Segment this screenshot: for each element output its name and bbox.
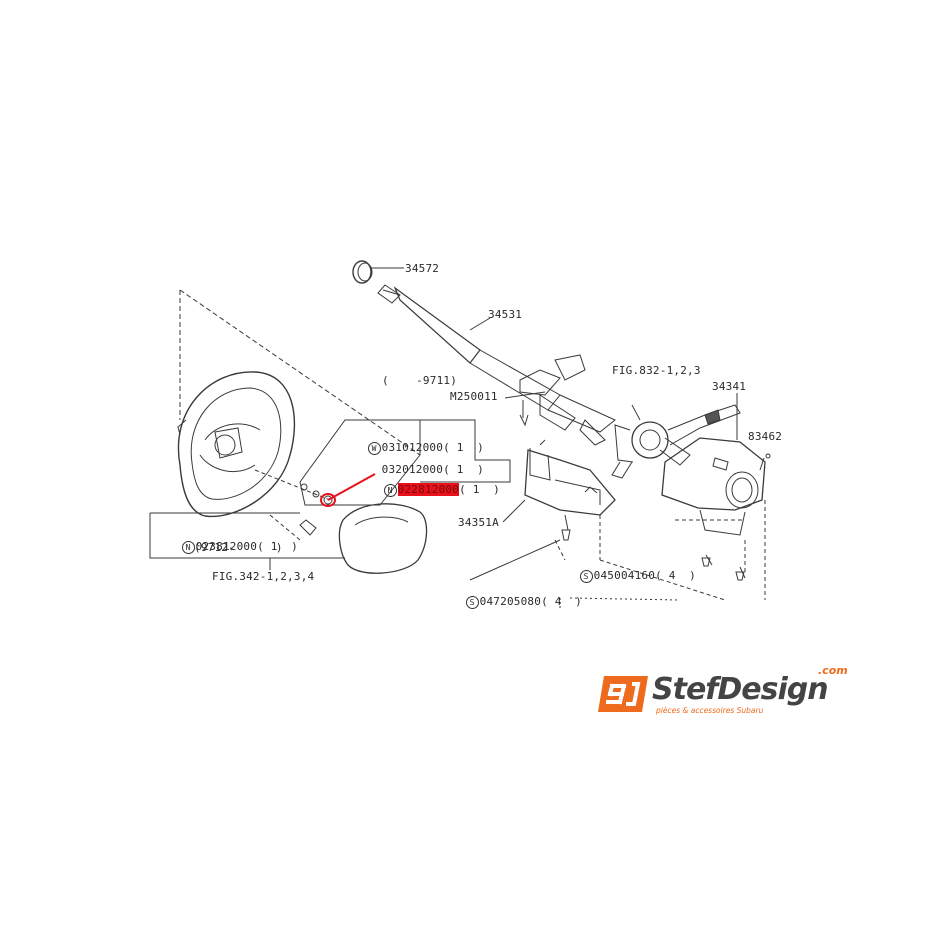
n-marker-icon: N: [383, 484, 397, 497]
screw-2-qty: ( 4 ): [541, 595, 582, 608]
highlighted-nut-code[interactable]: 022812000: [397, 483, 460, 496]
column-cover: [661, 437, 766, 536]
fig-832-reference: FIG.832-1,2,3: [612, 364, 701, 377]
part-34531-label: 34531: [488, 308, 523, 321]
nut-2-range: (9712- ): [194, 541, 283, 554]
column-bracket: [524, 439, 616, 516]
logo-tagline: pièces & accessoires Subaru: [656, 706, 764, 715]
combination-switch: [611, 404, 741, 479]
horn-pad: [338, 503, 428, 574]
w-marker-icon: W: [367, 442, 381, 455]
fig-342-reference: FIG.342-1,2,3,4: [212, 570, 315, 583]
s1-marker-icon: S: [579, 570, 593, 583]
plain-part-qty: ( 1 ): [443, 463, 484, 476]
part-83462-label: 83462: [748, 430, 783, 443]
steering-column: [352, 260, 616, 446]
washer-qty: ( 1 ): [443, 441, 484, 454]
date-range-top: ( -9711): [382, 374, 458, 387]
plain-part-code: 032012000: [381, 463, 444, 476]
logo-dotcom: .com: [818, 664, 848, 677]
nut-2-qty: ( 1 ): [257, 540, 298, 553]
steering-wheel: [177, 371, 296, 518]
s2-marker-icon: S: [465, 596, 479, 609]
screw-2-code: 047205080: [479, 595, 542, 608]
screw-1-qty: ( 4 ): [655, 569, 696, 582]
part-34341-label: 34341: [712, 380, 747, 393]
part-34351A-label: 34351A: [458, 516, 499, 529]
n2-marker-icon: N: [181, 541, 195, 554]
screw-1-code: 045004160: [593, 569, 656, 582]
sd-logo-icon: [598, 676, 648, 712]
nut-2-code: 023812000: [195, 540, 258, 553]
washer-code: 031012000: [381, 441, 444, 454]
highlighted-nut-qty: ( 1 ): [459, 483, 500, 496]
part-M250011-label: M250011: [450, 390, 498, 403]
plain-part-row: 032012000( 1 ): [368, 450, 484, 476]
logo-wordmark: StefDesign: [652, 672, 829, 707]
stefdesign-logo: StefDesign .com pièces & accessoires Sub…: [596, 664, 854, 720]
part-34572-label: 34572: [405, 262, 440, 275]
